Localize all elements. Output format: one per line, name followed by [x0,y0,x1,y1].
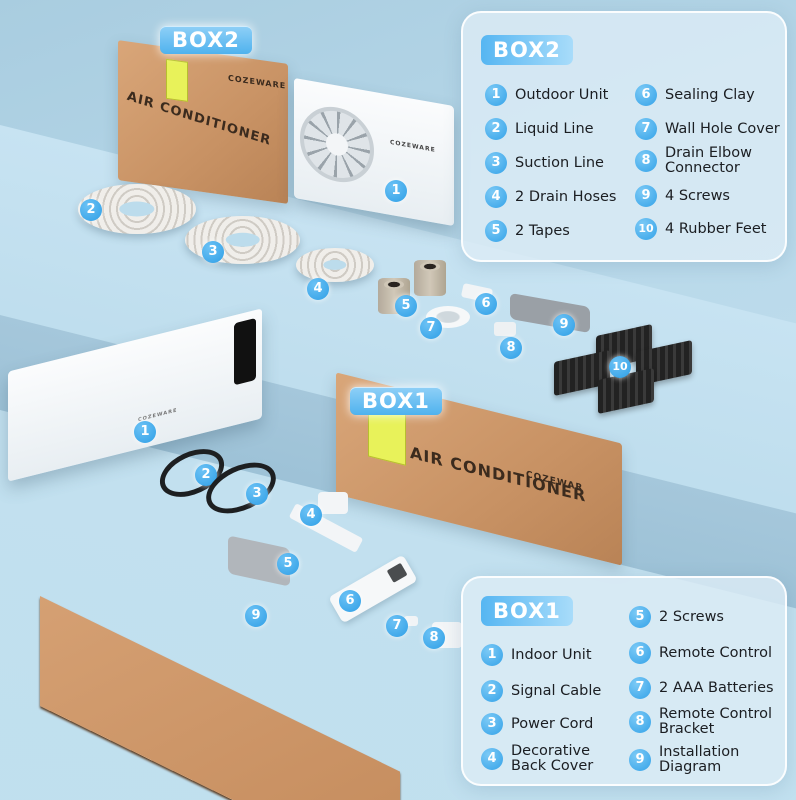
item-label: Sealing Clay [665,86,755,103]
badge-box1-4: 4 [300,504,322,526]
legend-box1-item-5: 5 2 Screws [629,606,724,628]
badge-box1-9: 9 [245,605,267,627]
legend-box1-item-4: 4 Decorative Back Cover [481,744,593,774]
item-label: 2 AAA Batteries [659,679,774,696]
item-label: Liquid Line [515,120,594,137]
number-badge: 9 [635,185,657,207]
legend-box2-item-3: 3 Suction Line [485,152,604,174]
drain-hose-coil [296,248,374,282]
number-badge: 5 [485,220,507,242]
outdoor-fan [300,100,374,188]
tape-roll-2 [414,260,446,296]
badge-box2-6: 6 [475,293,497,315]
number-badge: 4 [481,748,503,770]
badge-box1-5: 5 [277,553,299,575]
decorative-back-cover-clip [318,492,348,514]
item-label: Suction Line [515,154,604,171]
badge-box2-5: 5 [395,295,417,317]
legend-box1-item-1: 1 Indoor Unit [481,644,592,666]
number-badge: 6 [635,84,657,106]
box2-carton-brand: COZEWARE [228,73,287,91]
box2-carton-title: AIR CONDITIONER [125,88,273,149]
legend-box2-item-10: 10 4 Rubber Feet [635,218,766,240]
legend-box1-item-9: 9 Installation Diagram [629,745,739,775]
number-badge: 3 [481,713,503,735]
outdoor-unit-brand: COZEWARE [390,138,436,154]
legend-box2-item-4: 4 2 Drain Hoses [485,186,616,208]
number-badge: 7 [629,677,651,699]
badge-box1-7: 7 [386,615,408,637]
item-label: Remote Control [659,644,772,661]
badge-box2-2: 2 [80,199,102,221]
remote-screen [386,562,408,583]
box1-legend-title: BOX1 [481,596,573,626]
badge-box1-2: 2 [195,464,217,486]
badge-box2-1: 1 [385,180,407,202]
item-label: Remote Control Bracket [659,706,772,737]
number-badge: 8 [629,711,651,733]
number-badge: 8 [635,150,657,172]
number-badge: 2 [481,680,503,702]
box1-legend-panel: BOX1 1 Indoor Unit 2 Signal Cable 3 Powe… [461,576,787,786]
legend-box1-item-7: 7 2 AAA Batteries [629,677,774,699]
legend-box1-item-8: 8 Remote Control Bracket [629,707,772,737]
badge-box2-8: 8 [500,337,522,359]
badge-box2-4: 4 [307,278,329,300]
item-label: 2 Screws [659,608,724,625]
item-label: Drain Elbow Connector [665,145,752,176]
item-label: Installation Diagram [659,744,740,775]
box2-legend-panel: BOX2 1 Outdoor Unit 2 Liquid Line 3 Suct… [461,11,787,262]
box2-carton: COZEWARE AIR CONDITIONER [118,40,288,204]
item-label: Outdoor Unit [515,86,609,103]
badge-box2-9: 9 [553,314,575,336]
badge-box2-7: 7 [420,317,442,339]
item-label: Wall Hole Cover [665,120,780,137]
legend-box2-item-9: 9 4 Screws [635,185,730,207]
number-badge: 1 [485,84,507,106]
item-label: 4 Screws [665,187,730,204]
number-badge: 10 [635,218,657,240]
number-badge: 4 [485,186,507,208]
box2-legend-title: BOX2 [481,35,573,65]
number-badge: 6 [629,642,651,664]
badge-box1-3: 3 [246,483,268,505]
badge-box1-1: 1 [134,421,156,443]
number-badge: 2 [485,118,507,140]
legend-box2-item-5: 5 2 Tapes [485,220,570,242]
legend-box2-item-2: 2 Liquid Line [485,118,594,140]
number-badge: 7 [635,118,657,140]
indoor-unit-display-panel [234,317,256,386]
badge-box2-10: 10 [609,356,631,378]
legend-box1-item-2: 2 Signal Cable [481,680,601,702]
drain-elbow-connector [494,322,516,336]
item-label: Power Cord [511,715,594,732]
item-label: 4 Rubber Feet [665,220,767,237]
box1-scene-tag: BOX1 [350,387,442,415]
legend-box2-item-1: 1 Outdoor Unit [485,84,608,106]
badge-box1-8: 8 [423,627,445,649]
number-badge: 1 [481,644,503,666]
item-label: Indoor Unit [511,646,592,663]
energy-guide-label [166,58,188,102]
item-label: Decorative Back Cover [511,743,594,774]
item-label: Signal Cable [511,682,602,699]
item-label: 2 Tapes [515,222,570,239]
box1-carton-title: AIR CONDITIONER [410,442,587,506]
legend-box2-item-8: 8 Drain Elbow Connector [635,146,752,176]
badge-box2-3: 3 [202,241,224,263]
legend-box2-item-6: 6 Sealing Clay [635,84,755,106]
box2-scene-tag: BOX2 [160,26,252,54]
legend-box2-item-7: 7 Wall Hole Cover [635,118,780,140]
number-badge: 3 [485,152,507,174]
legend-box1-item-6: 6 Remote Control [629,642,772,664]
badge-box1-6: 6 [339,590,361,612]
item-label: 2 Drain Hoses [515,188,617,205]
aaa-batteries [404,616,418,626]
legend-box1-item-3: 3 Power Cord [481,713,593,735]
number-badge: 9 [629,749,651,771]
number-badge: 5 [629,606,651,628]
